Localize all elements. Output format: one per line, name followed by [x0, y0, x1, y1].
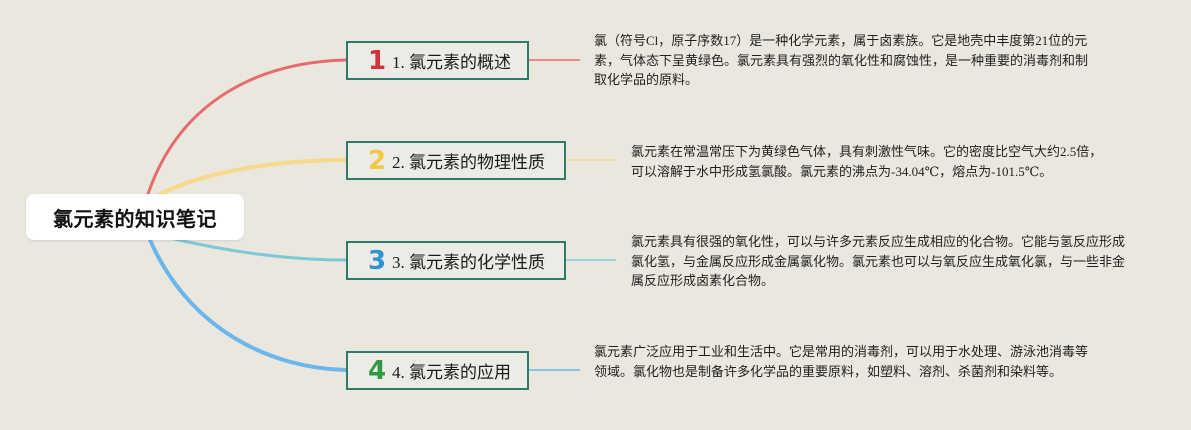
number-3-badge: 3 — [367, 245, 387, 276]
number-4-badge: 4 — [367, 355, 387, 386]
description-overview: 氯（符号Cl，原子序数17）是一种化学元素，属于卤素族。它是地壳中丰度第21位的… — [594, 33, 1089, 87]
number-1-badge: 1 — [367, 45, 387, 76]
topic-chemical-properties[interactable]: 3 3. 氯元素的化学性质 — [346, 241, 566, 280]
description-physical-properties: 氯元素在常温常压下为黄绿色气体，具有刺激性气味。它的密度比空气大约2.5倍，可以… — [631, 144, 1103, 179]
topic-label: 3. 氯元素的化学性质 — [392, 253, 545, 272]
root-title: 氯元素的知识笔记 — [53, 206, 217, 231]
topic-label: 2. 氯元素的物理性质 — [392, 153, 545, 172]
description-chemical-properties: 氯元素具有很强的氧化性，可以与许多元素反应生成相应的化合物。它能与氢反应形成氯化… — [631, 234, 1126, 288]
branch-connector-2 — [158, 158, 348, 196]
topic-label: 4. 氯元素的应用 — [392, 363, 511, 382]
topic-applications[interactable]: 4 4. 氯元素的应用 — [346, 351, 529, 390]
topic-physical-properties[interactable]: 2 2. 氯元素的物理性质 — [346, 141, 566, 180]
root-topic[interactable]: 氯元素的知识笔记 — [26, 194, 244, 240]
branch-connector-4 — [148, 238, 348, 372]
branch-connector-3 — [168, 236, 348, 262]
number-2-badge: 2 — [367, 145, 387, 176]
topic-overview[interactable]: 1 1. 氯元素的概述 — [346, 41, 529, 80]
branch-connector-1 — [146, 58, 348, 196]
description-applications: 氯元素广泛应用于工业和生活中。它是常用的消毒剂，可以用于水处理、游泳池消毒等领域… — [594, 344, 1089, 379]
topic-label: 1. 氯元素的概述 — [392, 53, 511, 72]
